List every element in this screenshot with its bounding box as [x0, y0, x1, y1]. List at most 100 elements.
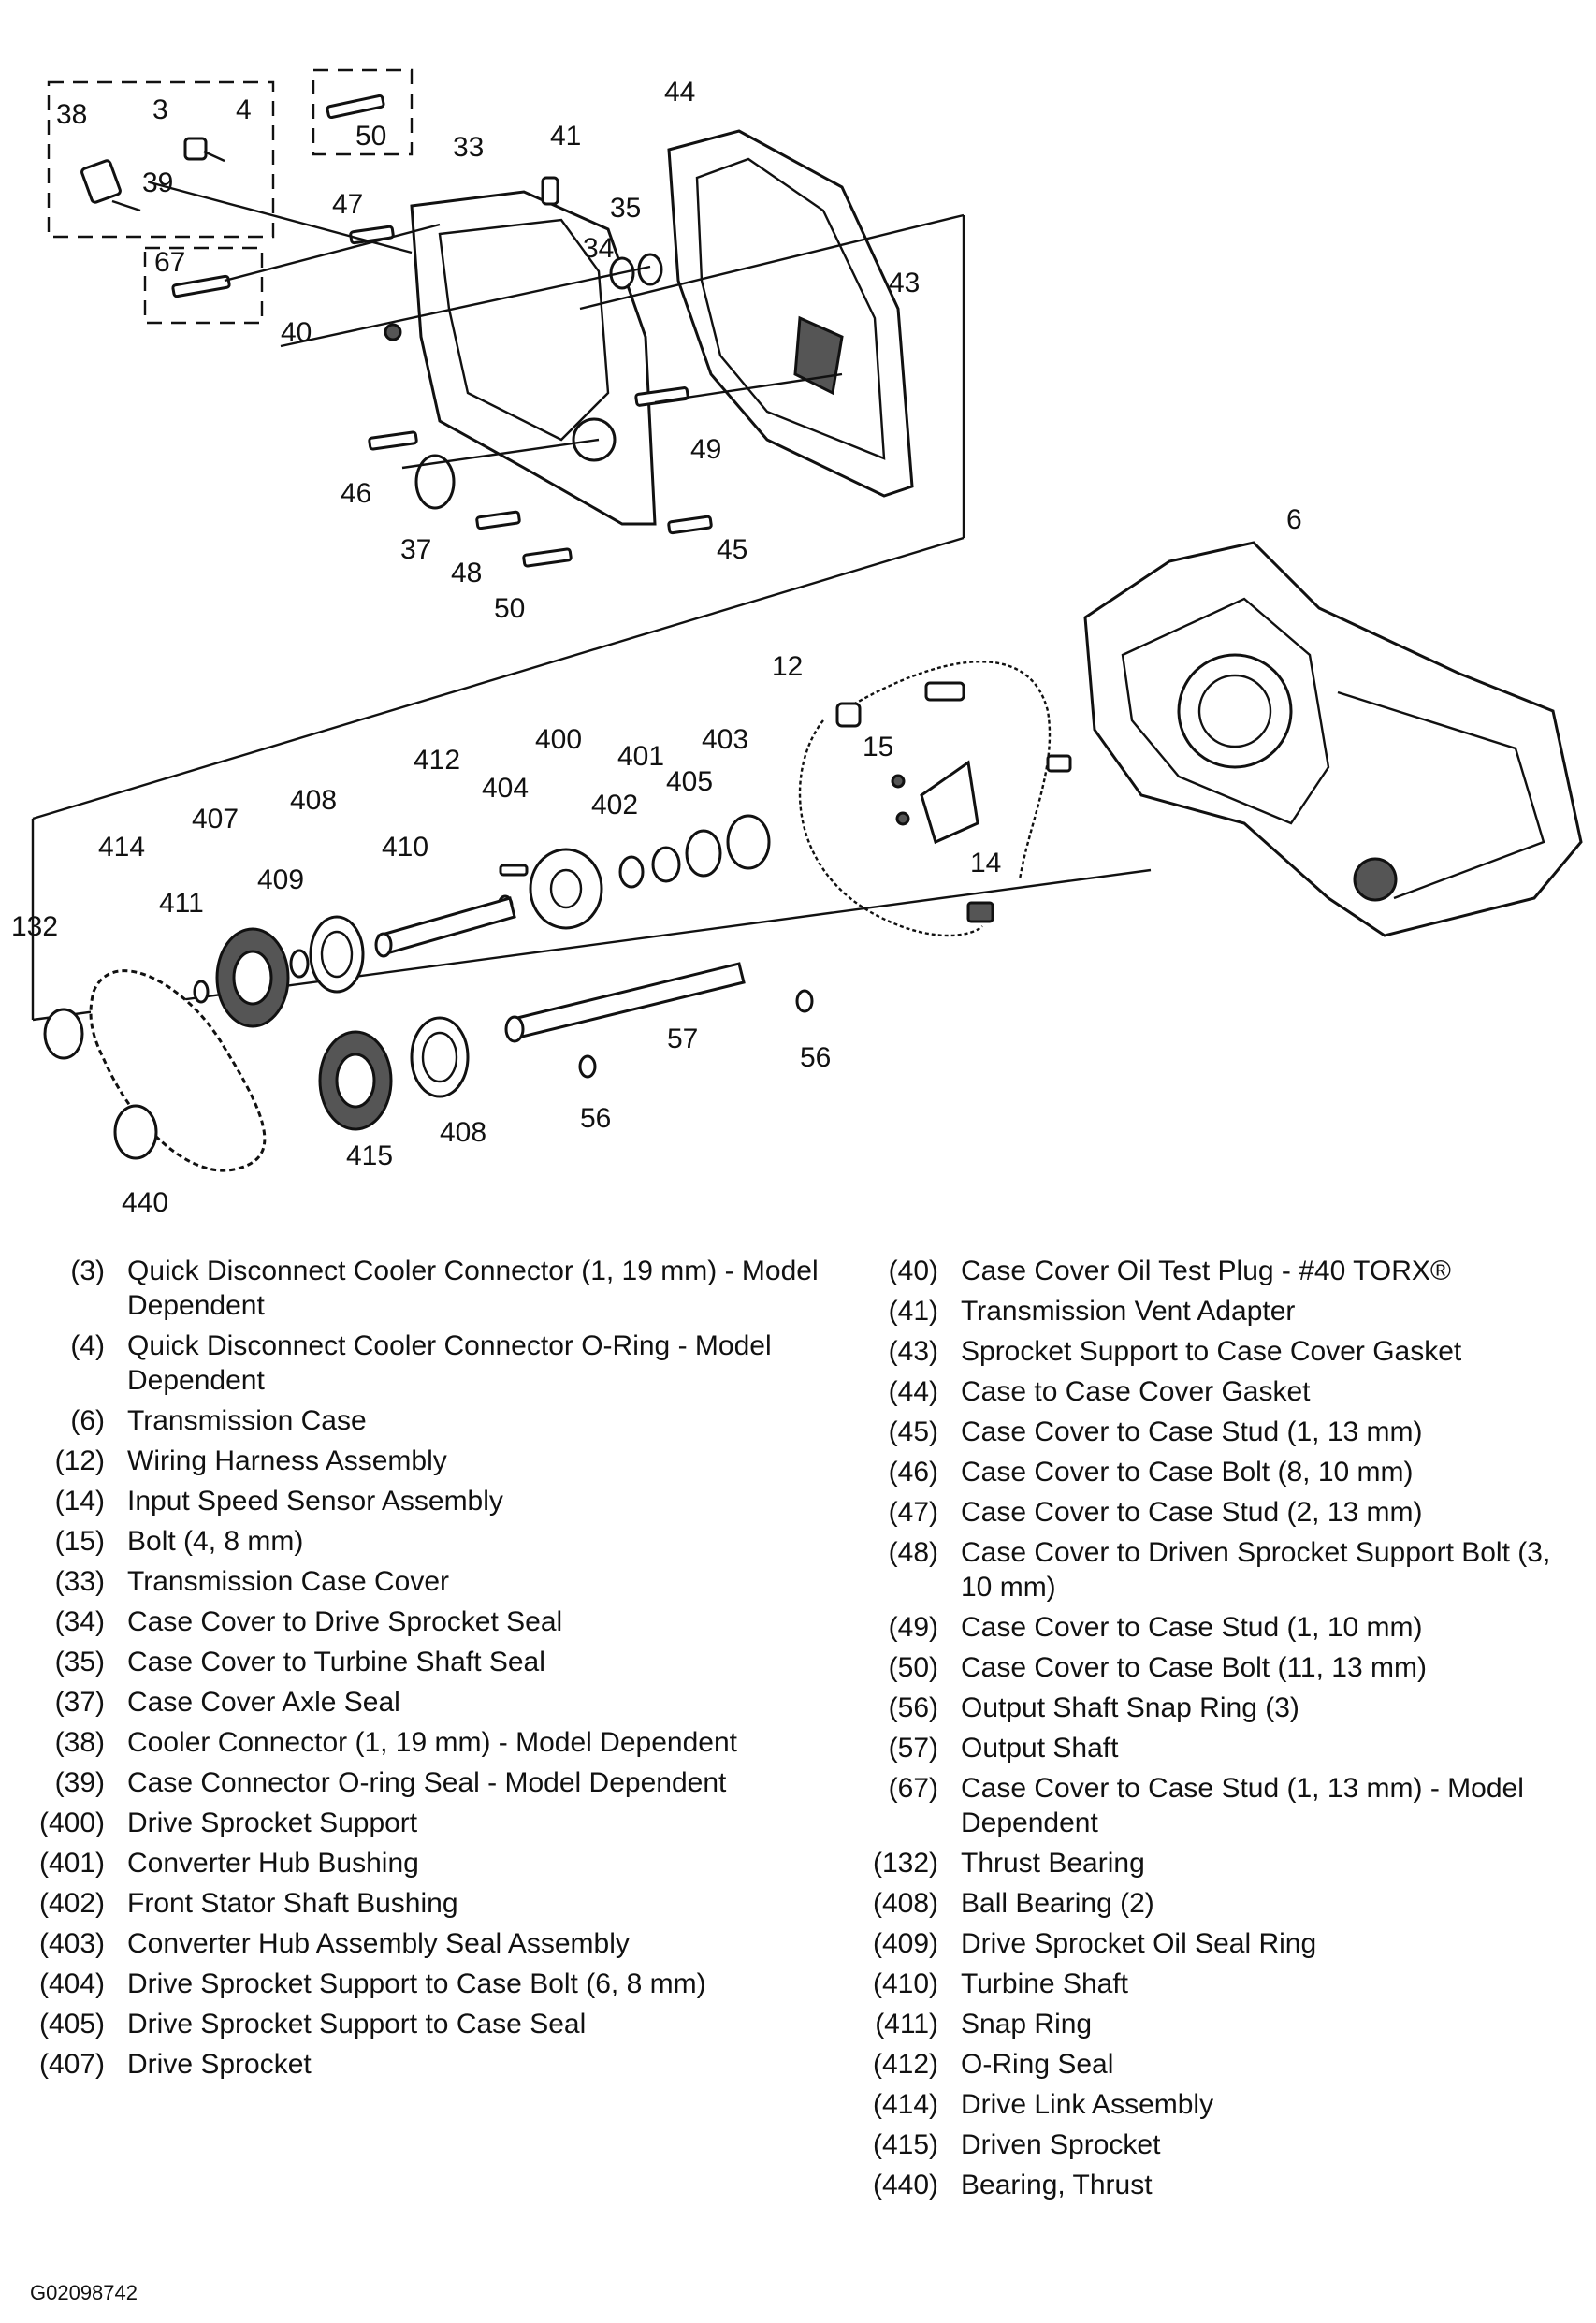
legend-item-description: O-Ring Seal: [961, 2049, 1114, 2080]
callout: 402: [591, 790, 638, 820]
legend-item: (67)Case Cover to Case Stud (1, 13 mm) -…: [847, 1771, 1586, 1840]
legend-item: (33)Transmission Case Cover: [26, 1564, 831, 1599]
legend-item-number: (440): [872, 2170, 938, 2200]
callout: 50: [494, 593, 525, 624]
legend-item-number: (39): [54, 1767, 105, 1798]
legend-item: (402)Front Stator Shaft Bushing: [26, 1886, 831, 1921]
legend-item-number: (46): [888, 1457, 938, 1488]
callout: 44: [664, 77, 695, 108]
legend-item-number: (35): [54, 1647, 105, 1677]
legend-item-description: Drive Sprocket Support to Case Bolt (6, …: [127, 1968, 706, 1999]
callout: 410: [382, 832, 428, 863]
legend-item: (45) Case Cover to Case Stud (1, 13 mm): [847, 1415, 1586, 1449]
driven-sprocket-group: [318, 1016, 470, 1131]
legend-item: (41)Transmission Vent Adapter: [847, 1294, 1586, 1328]
legend-item: (38)Cooler Connector (1, 19 mm) - Model …: [26, 1725, 831, 1760]
callout: 57: [667, 1024, 698, 1054]
legend-item-number: (48): [888, 1537, 938, 1568]
legend-item-description: Wiring Harness Assembly: [127, 1445, 447, 1476]
callout: 40: [281, 317, 312, 348]
callout: 39: [142, 167, 173, 198]
callout: 4: [236, 94, 252, 125]
legend-item-number: (50): [888, 1652, 938, 1683]
legend-item: (35)Case Cover to Turbine Shaft Seal: [26, 1645, 831, 1679]
legend-item: (47)Case Cover to Case Stud (2, 13 mm): [847, 1495, 1586, 1530]
legend-item-number: (40): [888, 1256, 938, 1286]
legend-item: (407)Drive Sprocket: [26, 2047, 831, 2082]
legend-item-description: Drive Sprocket Support: [127, 1808, 418, 1838]
legend-item: (48) Case Cover to Driven Sprocket Suppor…: [847, 1535, 1586, 1604]
callout: 6: [1286, 504, 1302, 535]
legend-item-description: Quick Disconnect Cooler Connector (1, 19…: [127, 1256, 819, 1321]
legend-item: (410)Turbine Shaft: [847, 1967, 1586, 2001]
legend-item-description: Bearing, Thrust: [961, 2170, 1153, 2200]
legend-item-description: Case Cover to Case Stud (2, 13 mm): [961, 1497, 1423, 1528]
callout: 3: [152, 94, 168, 125]
callout: 34: [583, 233, 614, 264]
callout: 67: [154, 247, 185, 278]
legend-item-number: (45): [888, 1416, 938, 1447]
legend-item-number: (409): [872, 1928, 938, 1959]
callout: 56: [580, 1103, 611, 1134]
legend-item: (12)Wiring Harness Assembly: [26, 1444, 831, 1478]
legend-right-column: (40)Case Cover Oil Test Plug - #40 TORX®…: [847, 1254, 1586, 2208]
legend-item-description: Driven Sprocket: [961, 2129, 1161, 2160]
legend-item-description: Case Cover to Driven Sprocket Support Bo…: [961, 1537, 1551, 1603]
legend-item: (43)Sprocket Support to Case Cover Gaske…: [847, 1334, 1586, 1369]
legend-item: (409)Drive Sprocket Oil Seal Ring: [847, 1926, 1586, 1961]
legend-item-description: Case Cover to Case Bolt (8, 10 mm): [961, 1457, 1414, 1488]
callout: 43: [889, 268, 920, 298]
legend-item-description: Case Cover to Case Stud (1, 13 mm): [961, 1416, 1423, 1447]
legend-item-description: Quick Disconnect Cooler Connector O-Ring…: [127, 1330, 772, 1396]
callout: 440: [122, 1187, 168, 1218]
legend-item: (4)Quick Disconnect Cooler Connector O-R…: [26, 1328, 831, 1398]
callout: 48: [451, 558, 482, 588]
legend-item-number: (15): [54, 1526, 105, 1557]
callout: 41: [550, 121, 581, 152]
input-speed-sensor: [891, 760, 979, 845]
legend-item: (411)Snap Ring: [847, 2007, 1586, 2041]
legend-item-description: Bolt (4, 8 mm): [127, 1526, 304, 1557]
legend-item: (46) Case Cover to Case Bolt (8, 10 mm): [847, 1455, 1586, 1489]
legend-item-number: (44): [888, 1376, 938, 1407]
bolt-detail-box: [312, 68, 414, 156]
turbine-shaft: [374, 896, 516, 958]
legend-item: (440) Bearing, Thrust: [847, 2168, 1586, 2202]
callout: 15: [863, 732, 893, 762]
legend-item: (412)O-Ring Seal: [847, 2047, 1586, 2082]
legend-left-column: (3)Quick Disconnect Cooler Connector (1,…: [26, 1254, 831, 2087]
legend-item: (14)Input Speed Sensor Assembly: [26, 1484, 831, 1518]
callout: 35: [610, 193, 641, 224]
callout: 404: [482, 773, 529, 804]
legend-item-number: (41): [888, 1296, 938, 1327]
legend-item: (40)Case Cover Oil Test Plug - #40 TORX®: [847, 1254, 1586, 1288]
legend-item: (50)Case Cover to Case Bolt (11, 13 mm): [847, 1650, 1586, 1685]
legend-item-description: Converter Hub Assembly Seal Assembly: [127, 1928, 630, 1959]
legend-item-description: Input Speed Sensor Assembly: [127, 1486, 503, 1517]
drive-sprocket-group: [193, 915, 365, 1028]
callout: 132: [11, 911, 58, 942]
transmission-case: [1083, 541, 1583, 937]
drive-sprocket-support-group: [497, 814, 771, 930]
legend-item-number: (132): [872, 1848, 938, 1879]
legend-item-number: (57): [888, 1733, 938, 1764]
callout: 409: [257, 864, 304, 895]
legend-item-description: Case Connector O-ring Seal - Model Depen…: [127, 1767, 727, 1798]
callout: 401: [617, 741, 664, 772]
legend-item-number: (56): [888, 1692, 938, 1723]
callout: 56: [800, 1042, 831, 1073]
legend-item-number: (43): [888, 1336, 938, 1367]
legend-item: (37)Case Cover Axle Seal: [26, 1685, 831, 1720]
callout: 38: [56, 99, 87, 130]
legend-item-number: (410): [872, 1968, 938, 1999]
legend-item-number: (411): [875, 2009, 938, 2040]
output-shaft: [504, 962, 814, 1079]
case-to-case-cover-gasket: [667, 129, 914, 498]
vent-adapter: [541, 176, 559, 206]
legend-item: (132)Thrust Bearing: [847, 1846, 1586, 1880]
legend-item-number: (34): [54, 1606, 105, 1637]
legend-item-description: Case Cover to Case Stud (1, 10 mm): [961, 1612, 1423, 1643]
callout: 412: [414, 745, 460, 776]
callout: 37: [400, 534, 431, 565]
legend-item-number: (401): [38, 1848, 105, 1879]
